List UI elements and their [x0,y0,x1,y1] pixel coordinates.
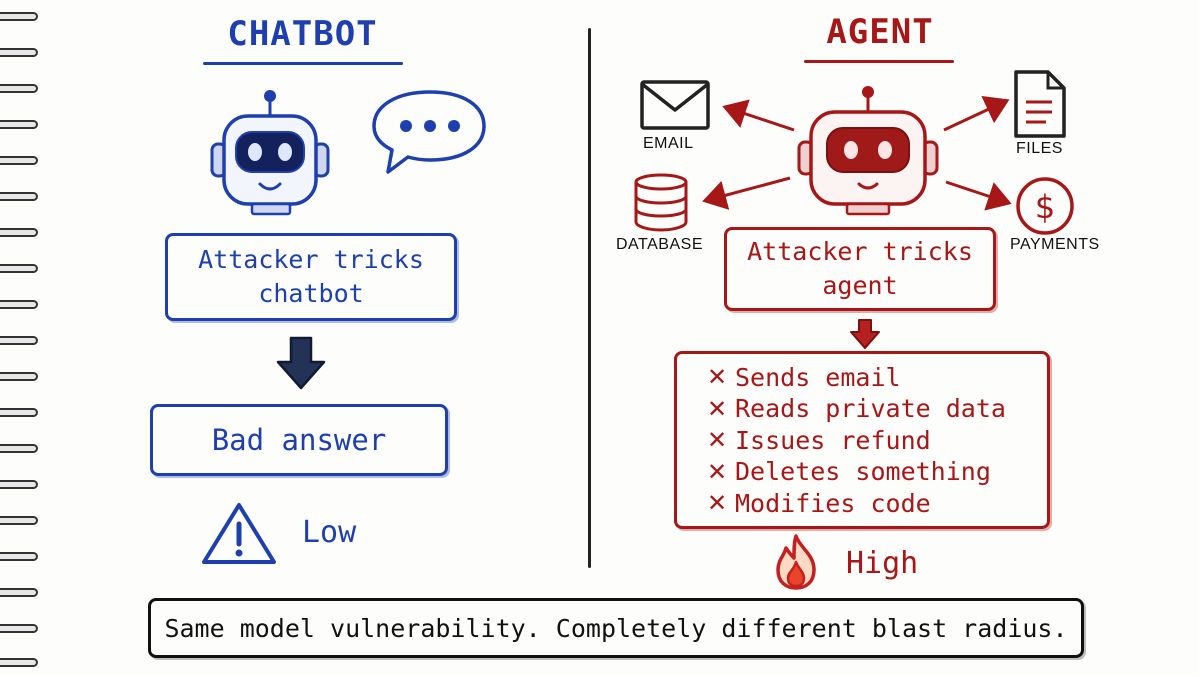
binding-ring [0,228,38,237]
binding-ring [0,156,38,165]
consequence-text: Sends email [735,362,901,392]
x-mark-icon: ✕ [706,394,728,423]
document-icon [1014,70,1066,138]
binding-ring [0,552,38,561]
binding-ring [0,84,38,93]
consequence-text: Issues refund [735,425,931,455]
x-mark-icon: ✕ [706,363,728,391]
binding-ring [0,658,38,667]
agent-consequences-box: ✕ Sends email ✕ Reads private data ✕ Iss… [674,351,1050,529]
consequence-item: ✕ Reads private data [699,393,1006,425]
svg-text:$: $ [1035,188,1055,226]
chatbot-result-box: Bad answer [150,404,448,476]
consequence-text: Reads private data [735,394,1006,423]
arrow-to-database [702,176,791,210]
binding-ring [0,12,38,21]
binding-ring [0,480,38,489]
chatbot-risk-label: Low [302,515,357,550]
database-icon [634,173,688,232]
arrow-to-email [722,99,795,132]
chatbot-attack-line1: Attacker tricks [198,245,424,274]
speech-bubble-icon [372,90,486,174]
envelope-icon [640,80,710,130]
binding-ring [0,48,38,57]
chatbot-attack-box: Attacker tricks chatbot [165,233,457,321]
database-label: DATABASE [616,236,703,253]
binding-ring [0,300,38,309]
binding-ring [0,372,38,381]
agent-title-underline [804,60,954,63]
agent-tool-arrows [702,96,1012,211]
arrow-to-files [943,96,1010,132]
dollar-coin-icon: $ [1016,177,1074,235]
consequence-text: Modifies code [735,488,931,518]
consequence-item: ✕ Sends email [699,361,1006,393]
warning-triangle-icon [202,503,276,564]
binding-ring [0,444,38,453]
files-label: FILES [1016,140,1063,157]
agent-attack-line2: agent [822,271,898,300]
consequence-list: ✕ Sends email ✕ Reads private data ✕ Iss… [699,361,1006,519]
x-mark-icon: ✕ [706,426,728,454]
binding-ring [0,624,38,633]
arrow-to-payments [945,180,1012,211]
email-label: EMAIL [643,135,694,152]
x-mark-icon: ✕ [706,457,728,486]
chatbot-robot-icon [210,90,330,216]
consequence-item: ✕ Issues refund [699,424,1006,456]
consequence-text: Deletes something [735,457,991,486]
payments-label: PAYMENTS [1010,236,1100,253]
arrow-down-icon [276,336,326,390]
agent-attack-line1: Attacker tricks [747,237,973,266]
x-mark-icon: ✕ [706,489,728,517]
fire-icon [776,534,816,590]
footer-box: Same model vulnerability. Completely dif… [148,598,1084,658]
consequence-item: ✕ Modifies code [699,487,1006,519]
binding-ring [0,336,38,345]
binding-ring [0,408,38,417]
agent-attack-box: Attacker tricks agent [724,227,996,311]
chatbot-title-underline [203,62,403,65]
chatbot-title: CHATBOT [227,14,378,54]
arrow-down-icon [850,319,880,349]
footer-text: Same model vulnerability. Completely dif… [164,613,1068,643]
binding-ring [0,192,38,201]
agent-risk-label: High [846,546,919,581]
agent-title: AGENT [826,12,934,52]
binding-ring [0,588,38,597]
chatbot-attack-line2: chatbot [258,279,364,308]
binding-ring [0,264,38,273]
center-divider [588,28,591,568]
binding-ring [0,120,38,129]
consequence-item: ✕ Deletes something [699,456,1006,488]
binding-ring [0,516,38,525]
agent-robot-icon [797,86,939,216]
chatbot-result-text: Bad answer [211,423,387,457]
